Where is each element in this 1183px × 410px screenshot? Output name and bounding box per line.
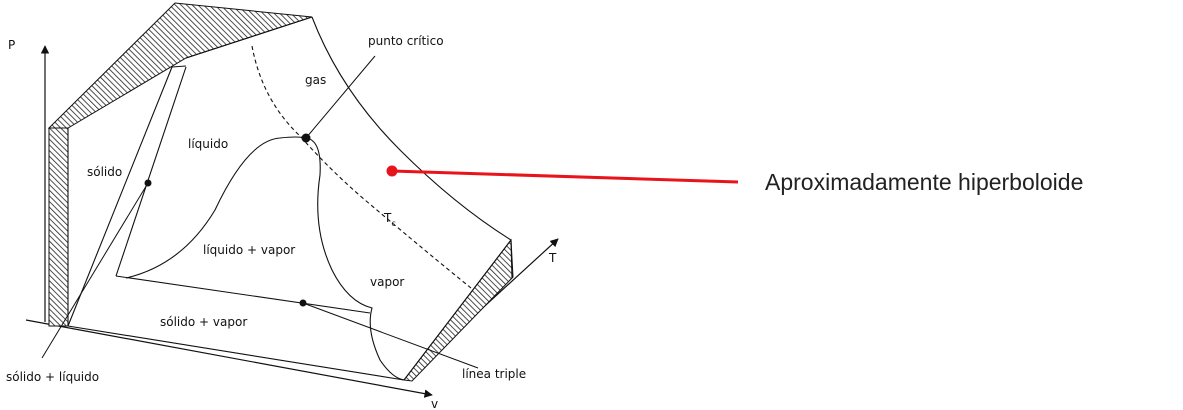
pressure-axis-label: P xyxy=(8,38,15,52)
solid-liquid-right-line xyxy=(115,66,187,277)
vapor-lower-edge xyxy=(403,239,512,381)
solid-wall-top-face xyxy=(47,2,313,129)
triple-line-leader xyxy=(302,302,479,369)
volume-axis-label: v xyxy=(431,397,438,410)
callout-marker xyxy=(386,165,398,177)
triple-line-point-marker xyxy=(299,299,307,307)
gas-wall-top-edge xyxy=(510,239,513,279)
region-gas-label: gas xyxy=(305,73,326,87)
region-solid-vapor-label: sólido + vapor xyxy=(160,315,247,329)
gas-wall-face xyxy=(403,238,514,382)
region-solid-label: sólido xyxy=(87,165,122,179)
callout-line xyxy=(391,169,739,184)
critical-point-marker xyxy=(301,133,311,143)
leader-lines xyxy=(41,55,479,369)
solid-liquid-left-line xyxy=(67,66,173,327)
critical-isotherm-subscript: c xyxy=(391,219,395,228)
critical-point-label: punto crítico xyxy=(368,34,444,48)
temperature-axis-label: T xyxy=(548,251,557,265)
critical-isotherm-T: T xyxy=(383,211,392,225)
top-edge xyxy=(185,16,313,59)
region-liquid-label: líquido xyxy=(188,137,228,151)
critical-point-leader xyxy=(305,55,376,139)
gas-boundary-curve xyxy=(311,16,512,241)
triple-line-label: línea triple xyxy=(462,367,526,381)
region-vapor-label: vapor xyxy=(370,275,404,289)
surface-lines xyxy=(67,16,513,381)
volume-axis xyxy=(25,319,433,398)
solid-liquid-leader xyxy=(41,182,149,359)
solid-liquid-top xyxy=(171,65,187,68)
solid-liquid-label: sólido + líquido xyxy=(6,370,99,384)
critical-isotherm-line xyxy=(251,45,472,289)
region-liquid-vapor-label: líquido + vapor xyxy=(203,243,295,257)
hatched-walls xyxy=(47,2,514,382)
critical-isotherm-label: Tc xyxy=(383,211,396,228)
saturated-liquid-curve xyxy=(125,136,307,279)
triple-line-back xyxy=(115,275,371,314)
hyperboloid-callout-label: Aproximadamente hiperboloide xyxy=(765,169,1083,195)
saturated-vapor-curve xyxy=(305,137,405,381)
solid-liquid-point-marker xyxy=(144,179,152,187)
solid-wall-front-face xyxy=(48,127,69,327)
bottom-front-edge xyxy=(67,325,405,381)
